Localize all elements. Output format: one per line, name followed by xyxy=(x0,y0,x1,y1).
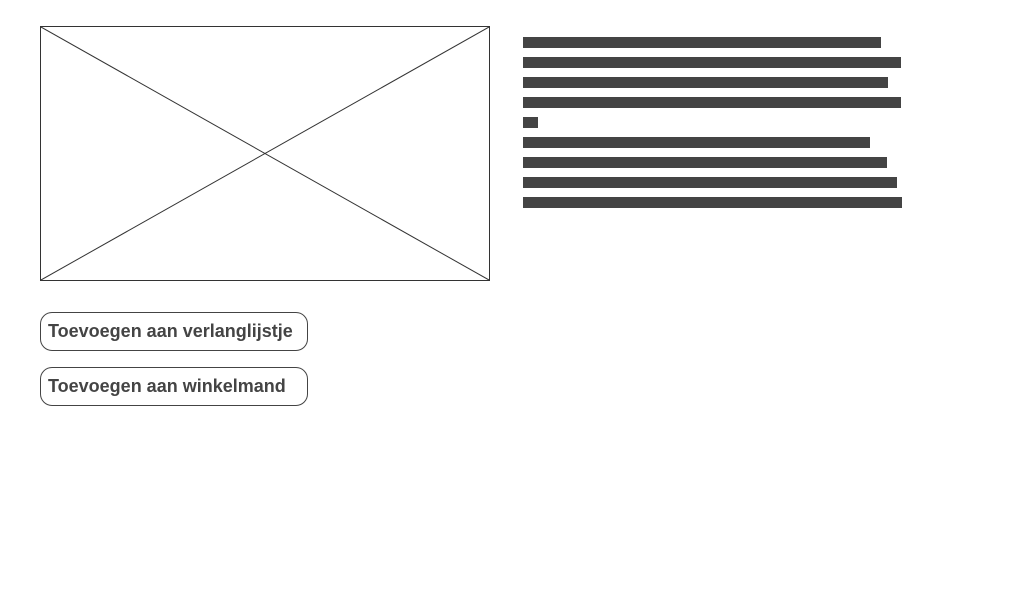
product-description-block xyxy=(523,37,923,217)
product-image-placeholder xyxy=(40,26,490,281)
add-to-wishlist-button[interactable]: Toevoegen aan verlanglijstje xyxy=(40,312,308,351)
description-text-line xyxy=(523,37,881,48)
add-to-cart-button[interactable]: Toevoegen aan winkelmand xyxy=(40,367,308,406)
description-text-line xyxy=(523,97,901,108)
description-text-line xyxy=(523,57,901,68)
description-text-line xyxy=(523,117,539,128)
description-text-line xyxy=(523,77,889,88)
placeholder-diagonal-2 xyxy=(41,27,489,280)
image-placeholder-icon xyxy=(41,27,489,280)
description-text-line xyxy=(523,157,888,168)
description-text-line xyxy=(523,137,870,148)
description-text-line xyxy=(523,177,898,188)
description-text-line xyxy=(523,197,902,208)
